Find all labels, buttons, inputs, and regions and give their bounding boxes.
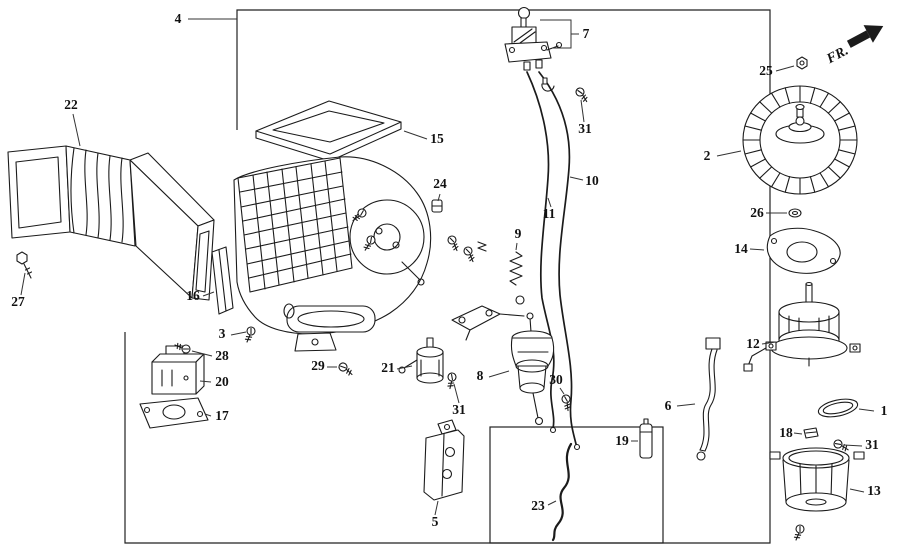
- blower-motor-drawing: [743, 281, 861, 372]
- diagram-frame: [124, 9, 771, 544]
- leader-10: [569, 176, 584, 181]
- wire-harness-drawing: [696, 337, 721, 461]
- callout-1: 1: [881, 403, 888, 418]
- control-cables-drawing: [526, 71, 581, 451]
- callout-4: 4: [175, 11, 182, 26]
- leader-14: [749, 248, 765, 251]
- leader-13: [849, 488, 865, 493]
- callout-11: 11: [543, 206, 556, 221]
- leader-1: [858, 408, 875, 412]
- callout-20: 20: [215, 374, 229, 389]
- callout-19: 19: [615, 433, 629, 448]
- callout-7: 7: [583, 26, 590, 41]
- callout-31-top: 31: [578, 121, 592, 136]
- callout-29: 29: [311, 358, 325, 373]
- callout-labels: 4 7 22 25 2 15 31 24 10 11 26 14 9 27 16…: [11, 11, 887, 529]
- leader-27: [20, 272, 26, 296]
- callout-3: 3: [219, 326, 226, 341]
- inner-detail-box: [489, 426, 664, 544]
- control-valve-drawing: [504, 6, 563, 71]
- water-valve-drawing: [398, 337, 444, 384]
- air-duct-drawing: [7, 145, 215, 301]
- leader-5: [434, 500, 439, 516]
- vacuum-actuator-drawing: [510, 312, 555, 426]
- callout-26: 26: [750, 205, 764, 220]
- callout-16: 16: [186, 288, 200, 303]
- linkage-hardware-drawing: [431, 199, 525, 341]
- callout-9: 9: [515, 226, 522, 241]
- leader-31-mid: [453, 383, 460, 404]
- leader-31-right: [843, 444, 863, 447]
- callout-18: 18: [779, 425, 793, 440]
- callout-23: 23: [531, 498, 545, 513]
- motor-gasket-drawing: [766, 227, 841, 274]
- blower-fan-drawing: [742, 56, 858, 218]
- leader-6: [676, 403, 696, 407]
- vacuum-tank-drawing: [639, 418, 653, 459]
- callout-13: 13: [867, 483, 881, 498]
- callout-14: 14: [734, 241, 748, 256]
- fr-direction-indicator: FR.: [824, 25, 884, 68]
- leader-31-top: [580, 99, 585, 123]
- callout-25: 25: [759, 63, 773, 78]
- callout-30: 30: [549, 372, 563, 387]
- callout-2: 2: [704, 148, 711, 163]
- mount-bracket-drawing: [423, 419, 465, 501]
- callout-27: 27: [11, 294, 25, 309]
- callout-8: 8: [477, 368, 484, 383]
- blower-housing-drawing: [211, 100, 432, 352]
- leader-15: [403, 130, 428, 140]
- callout-10: 10: [585, 173, 599, 188]
- callout-6: 6: [665, 398, 672, 413]
- leader-3: [230, 331, 247, 336]
- leader-22: [72, 113, 81, 147]
- leader-21: [396, 365, 413, 370]
- leader-lines: [20, 18, 875, 516]
- vacuum-hose-drawing: [551, 442, 573, 542]
- leader-12: [761, 341, 777, 345]
- leader-28: [191, 350, 213, 357]
- leader-24: [437, 193, 441, 202]
- callout-5: 5: [432, 514, 439, 529]
- leader-20: [199, 380, 212, 383]
- callout-24: 24: [433, 176, 447, 191]
- callout-31-right: 31: [865, 437, 879, 452]
- leader-16: [202, 291, 215, 297]
- callout-21: 21: [381, 360, 395, 375]
- leader-25: [775, 65, 795, 72]
- callout-31-mid: 31: [452, 402, 466, 417]
- leader-2: [716, 150, 742, 157]
- blower-resistor-drawing: [139, 345, 209, 429]
- callout-12: 12: [746, 336, 760, 351]
- fr-label: FR.: [824, 43, 852, 67]
- leader-30: [559, 387, 565, 395]
- leader-18: [793, 432, 803, 435]
- leader-9: [515, 242, 518, 251]
- leader-8: [488, 370, 510, 378]
- leader-23: [547, 500, 557, 506]
- callout-17: 17: [215, 408, 229, 423]
- callout-15: 15: [430, 131, 444, 146]
- leader-17: [204, 413, 212, 417]
- leader-11: [547, 197, 552, 208]
- callout-22: 22: [64, 97, 78, 112]
- motor-seal-and-holder-drawing: [769, 398, 865, 512]
- callout-28: 28: [215, 348, 229, 363]
- fr-arrow-icon: [846, 25, 884, 48]
- mount-bolt-27-drawing: [16, 251, 33, 279]
